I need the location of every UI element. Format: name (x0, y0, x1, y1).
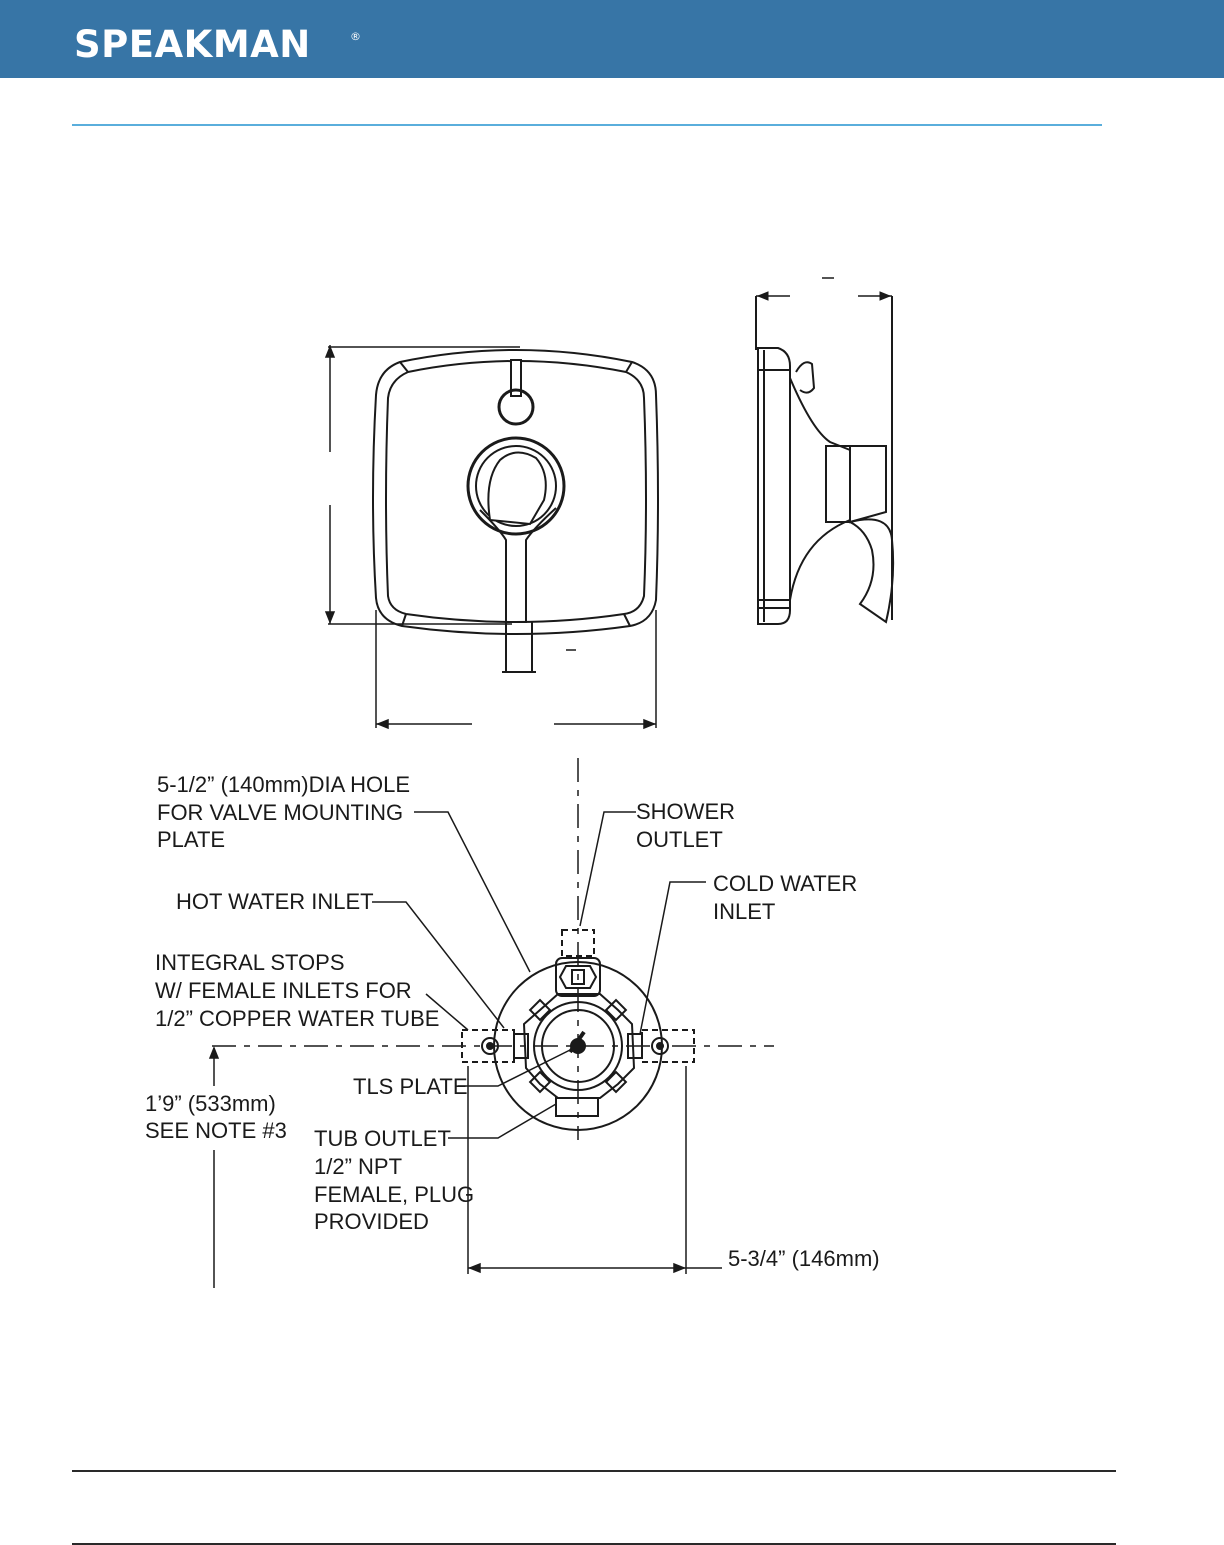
dia-hole-line2: FOR VALVE MOUNTING (157, 800, 403, 825)
bottom-rule-1 (72, 1470, 1116, 1472)
dia-hole-line1: 5-1/2” (140mm)DIA HOLE (157, 772, 410, 797)
leader-lines (372, 811, 706, 1139)
inlet-spacing-label: 5-3/4” (146mm) (728, 1246, 880, 1271)
front-view-trim-plate (372, 349, 659, 635)
callout-text: 5-1/2” (140mm)DIA HOLE FOR VALVE MOUNTIN… (145, 772, 880, 1271)
lever-handle (466, 436, 566, 673)
integral-stops-line3: 1/2” COPPER WATER TUBE (155, 1006, 439, 1031)
hot-water-inlet-label: HOT WATER INLET (176, 889, 374, 914)
shower-outlet-line2: OUTLET (636, 827, 723, 852)
tub-outlet-line3: FEMALE, PLUG (314, 1182, 474, 1207)
front-view-dimensions (324, 344, 657, 730)
cold-water-line1: COLD WATER (713, 871, 857, 896)
height-dimension (208, 1045, 220, 1288)
inlet-spacing-dimension (467, 1066, 722, 1274)
diverter-knob (497, 359, 535, 426)
brand-logo: SPEAKMAN (74, 23, 311, 66)
bottom-rule-2 (72, 1543, 1116, 1545)
shower-outlet-line1: SHOWER (636, 799, 735, 824)
cold-inlet-stop (627, 1029, 695, 1063)
side-view (755, 277, 895, 625)
registered-mark: ® (350, 30, 361, 43)
integral-stops-line2: W/ FEMALE INLETS FOR (155, 978, 412, 1003)
tub-outlet-line2: 1/2” NPT (314, 1154, 402, 1179)
tub-outlet-line1: TUB OUTLET (314, 1126, 451, 1151)
header-bar: SPEAKMAN ® (0, 0, 1224, 78)
height-note-line2: SEE NOTE #3 (145, 1118, 287, 1143)
height-note-line1: 1’9” (533mm) (145, 1091, 276, 1116)
cold-water-line2: INLET (713, 899, 775, 924)
tls-plate-label: TLS PLATE (353, 1074, 468, 1099)
shower-outlet-fitting (555, 929, 601, 997)
dia-hole-line3: PLATE (157, 827, 225, 852)
hot-inlet-stop (461, 1029, 529, 1063)
integral-stops-line1: INTEGRAL STOPS (155, 950, 345, 975)
tub-outlet-line4: PROVIDED (314, 1209, 429, 1234)
top-rule (72, 124, 1102, 126)
